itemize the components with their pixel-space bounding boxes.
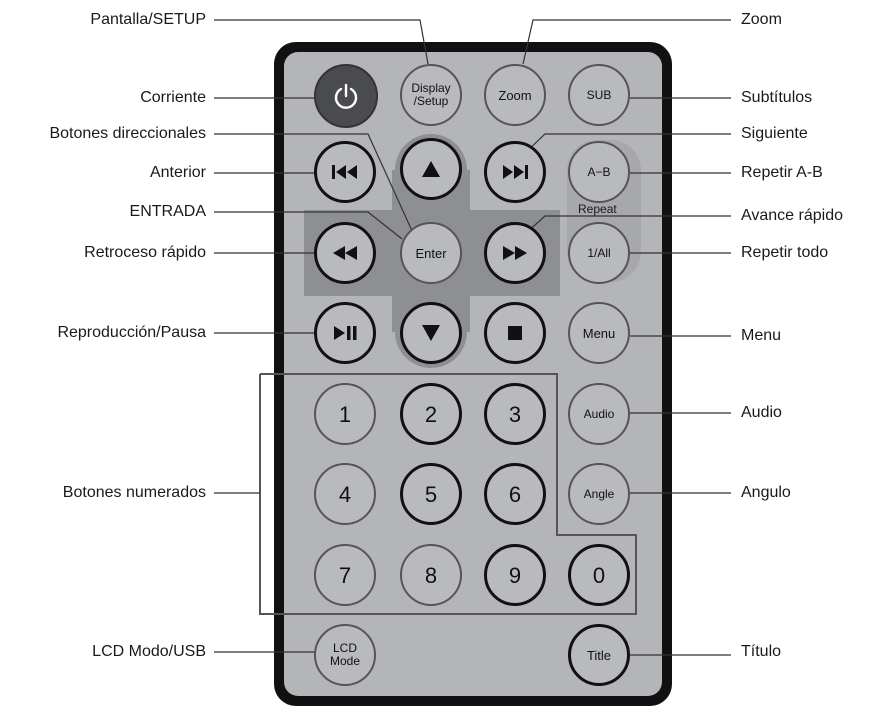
digit-button-7[interactable]: 7: [314, 544, 376, 606]
label-repetir-todo: Repetir todo: [741, 244, 829, 261]
menu-button[interactable]: Menu: [568, 302, 630, 364]
repeat-all-button[interactable]: 1/All: [568, 222, 630, 284]
ab-button[interactable]: A−B: [568, 141, 630, 203]
digit-label: 9: [508, 562, 522, 588]
digit-label: 5: [424, 481, 438, 507]
title-button-label: Title: [586, 647, 612, 663]
label-retroceso-rapido: Retroceso rápido: [84, 244, 206, 261]
label-botones-numerados: Botones numerados: [62, 484, 206, 501]
label-audio: Audio: [741, 404, 782, 421]
sub-button[interactable]: SUB: [568, 64, 630, 126]
rewind-button[interactable]: [314, 222, 376, 284]
title-button[interactable]: Title: [568, 624, 630, 686]
next-button[interactable]: [484, 141, 546, 203]
audio-button-label: Audio: [583, 406, 615, 421]
digit-label: 4: [338, 481, 352, 507]
display-setup-line2: /Setup: [413, 94, 449, 108]
previous-button[interactable]: [314, 141, 376, 203]
digit-label: 1: [338, 401, 352, 427]
angle-button-label: Angle: [583, 486, 615, 501]
down-arrow-icon: [422, 325, 440, 341]
ab-button-label: A−B: [587, 164, 611, 179]
power-button[interactable]: [314, 64, 378, 128]
audio-button[interactable]: Audio: [568, 383, 630, 445]
label-angulo: Angulo: [741, 484, 791, 501]
enter-button-label: Enter: [415, 245, 447, 261]
digit-label: 8: [424, 562, 438, 588]
label-botones-direccionales: Botones direccionales: [49, 125, 206, 142]
sub-button-label: SUB: [586, 87, 612, 102]
stop-button[interactable]: [484, 302, 546, 364]
repeat-all-button-label: 1/All: [587, 245, 611, 260]
power-icon: [334, 83, 358, 109]
digit-label: 7: [338, 562, 352, 588]
label-siguiente: Siguiente: [741, 125, 808, 142]
label-pantalla-setup: Pantalla/SETUP: [90, 11, 206, 28]
leader-lines-left: [214, 19, 429, 653]
label-reproduccion-pausa: Reproducción/Pausa: [57, 324, 206, 341]
label-entrada: ENTRADA: [129, 203, 206, 220]
repeat-group-label: Repeat: [578, 202, 617, 216]
digit-label: 6: [508, 481, 522, 507]
number-bracket: [259, 373, 637, 615]
display-setup-line1: Display: [411, 81, 451, 95]
down-button[interactable]: [400, 302, 462, 364]
digit-button-3[interactable]: 3: [484, 383, 546, 445]
digit-button-6[interactable]: 6: [484, 463, 546, 525]
label-menu: Menu: [741, 327, 782, 344]
lcd-mode-button[interactable]: LCD Mode: [314, 624, 376, 686]
up-button[interactable]: [400, 138, 462, 200]
digit-button-2[interactable]: 2: [400, 383, 462, 445]
digit-label: 0: [592, 562, 606, 588]
digit-button-9[interactable]: 9: [484, 544, 546, 606]
label-anterior: Anterior: [149, 164, 206, 181]
play-pause-button[interactable]: [314, 302, 376, 364]
previous-icon: [332, 165, 357, 179]
digit-button-0[interactable]: 0: [568, 544, 630, 606]
fast-forward-button[interactable]: [484, 222, 546, 284]
enter-button[interactable]: Enter: [400, 222, 462, 284]
stop-icon: [508, 326, 522, 340]
rewind-icon: [333, 246, 357, 260]
lcd-mode-line1: LCD: [332, 641, 357, 655]
label-subtitulos: Subtítulos: [741, 89, 813, 106]
digit-button-4[interactable]: 4: [314, 463, 376, 525]
fast-forward-icon: [503, 246, 527, 260]
digit-button-5[interactable]: 5: [400, 463, 462, 525]
menu-button-label: Menu: [582, 325, 616, 341]
up-arrow-icon: [422, 161, 440, 177]
digit-label: 3: [508, 401, 522, 427]
lcd-mode-line2: Mode: [329, 654, 361, 668]
label-corriente: Corriente: [140, 89, 206, 106]
digit-button-1[interactable]: 1: [314, 383, 376, 445]
digit-label: 2: [424, 401, 438, 427]
display-setup-button[interactable]: Display /Setup: [400, 64, 462, 126]
label-titulo: Título: [741, 643, 782, 660]
digit-button-8[interactable]: 8: [400, 544, 462, 606]
zoom-button[interactable]: Zoom: [484, 64, 546, 126]
label-repetir-ab: Repetir A-B: [741, 164, 823, 181]
label-lcd-modo-usb: LCD Modo/USB: [92, 643, 206, 660]
play-pause-icon: [334, 326, 357, 340]
label-zoom: Zoom: [741, 11, 782, 28]
zoom-button-label: Zoom: [498, 87, 532, 103]
label-avance-rapido: Avance rápido: [741, 207, 843, 224]
angle-button[interactable]: Angle: [568, 463, 630, 525]
next-icon: [503, 165, 528, 179]
